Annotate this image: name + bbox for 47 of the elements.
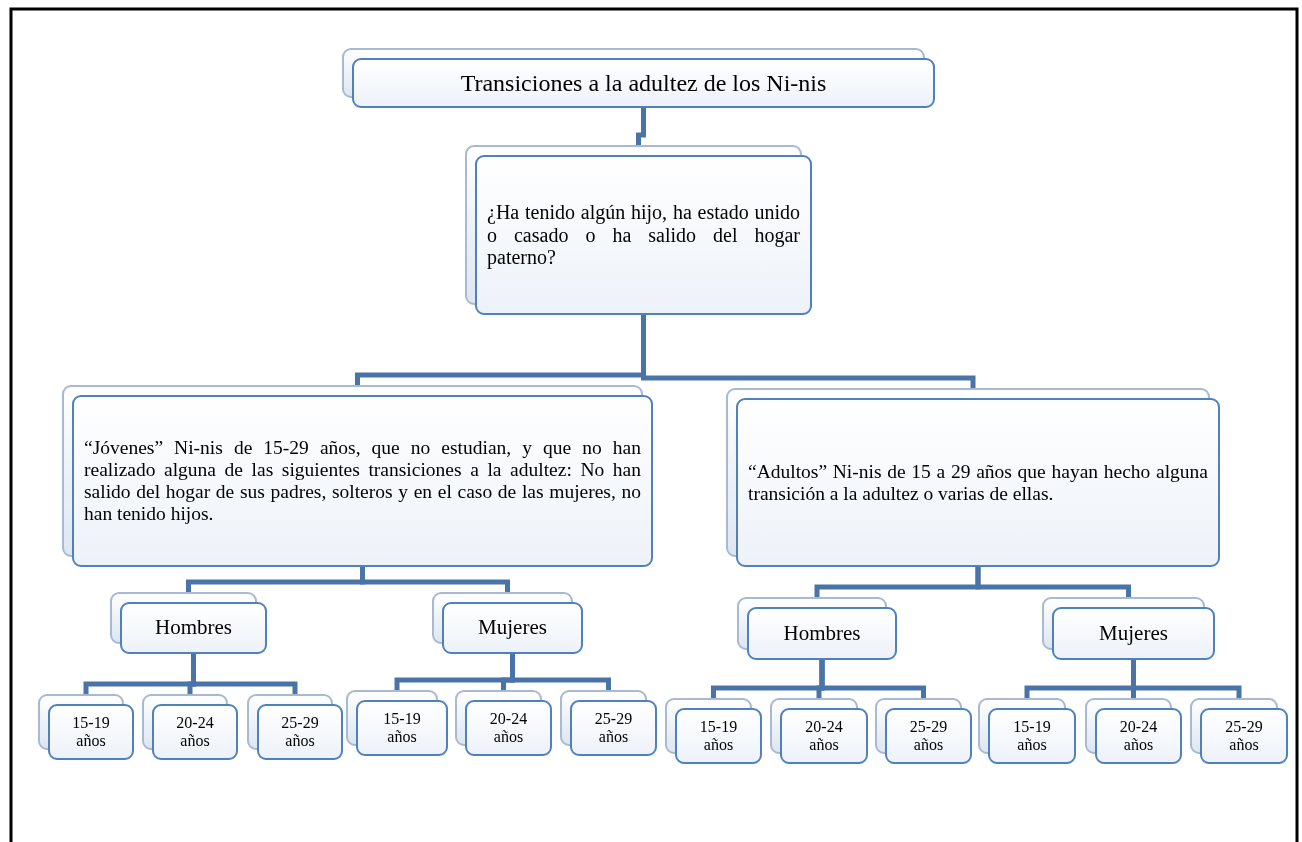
stacked-box	[726, 388, 1220, 567]
box-text: Mujeres	[1098, 621, 1169, 646]
stacked-box	[1190, 698, 1288, 764]
box-text: 15-19 años	[698, 718, 739, 754]
connector-line	[636, 108, 646, 145]
box-text: 20-24 años	[804, 718, 844, 754]
box-text: 25-29 años	[908, 718, 949, 754]
connector-line	[191, 654, 298, 694]
stacked-box	[1085, 698, 1182, 764]
box-text: Hombres	[154, 616, 233, 640]
stacked-box	[62, 385, 653, 567]
box-text: 15-19 años	[382, 710, 422, 746]
box-text: Hombres	[782, 621, 862, 646]
stacked-box	[875, 698, 972, 764]
connector-line	[975, 567, 1131, 597]
box-text: 25-29 años	[280, 714, 320, 750]
box-text: “Jóvenes” Ni-nis de 15-29 años, que no estudian, y que no han realizado alguna de las siguientes transiciones a la adultez: No han salido del hogar de sus padres, solteros y en el caso de las mujeres, no han tenido hijos.	[84, 437, 641, 525]
stacked-box	[465, 145, 812, 315]
stacked-box	[665, 698, 762, 764]
box-text: 25-29 años	[593, 710, 634, 746]
stacked-box	[142, 694, 238, 760]
connector-line	[360, 567, 510, 592]
connector-line	[819, 660, 926, 698]
stacked-box	[737, 597, 897, 660]
box-text: 15-19 años	[71, 714, 111, 750]
box-text: “Adultos” Ni-nis de 15 a 29 años que hayan hecho alguna transición a la adultez o varias de ellas.	[748, 460, 1208, 505]
stacked-box	[342, 48, 935, 108]
box-text: 20-24 años	[488, 710, 529, 746]
stacked-box	[978, 698, 1076, 764]
stacked-box	[455, 690, 552, 756]
box-text: 20-24 años	[1118, 718, 1159, 754]
stacked-box	[38, 694, 134, 760]
stacked-box	[770, 698, 868, 764]
box-text: ¿Ha tenido algún hijo, ha estado unido o casado o ha salido del hogar paterno?	[487, 201, 800, 269]
box-text: Mujeres	[477, 616, 548, 640]
stacked-box	[247, 694, 343, 760]
stacked-box	[346, 690, 448, 756]
stacked-box	[560, 690, 657, 756]
connector-line	[1131, 660, 1242, 698]
box-text: 20-24 años	[175, 714, 215, 750]
box-text: 25-29 años	[1224, 718, 1264, 754]
stacked-box	[110, 592, 267, 654]
stacked-box	[1042, 597, 1215, 660]
box-text: Transiciones a la adultez de los Ni-nis	[459, 69, 828, 97]
connector-line	[510, 654, 611, 690]
box-text: 15-19 años	[1012, 718, 1052, 754]
stacked-box	[432, 592, 583, 654]
